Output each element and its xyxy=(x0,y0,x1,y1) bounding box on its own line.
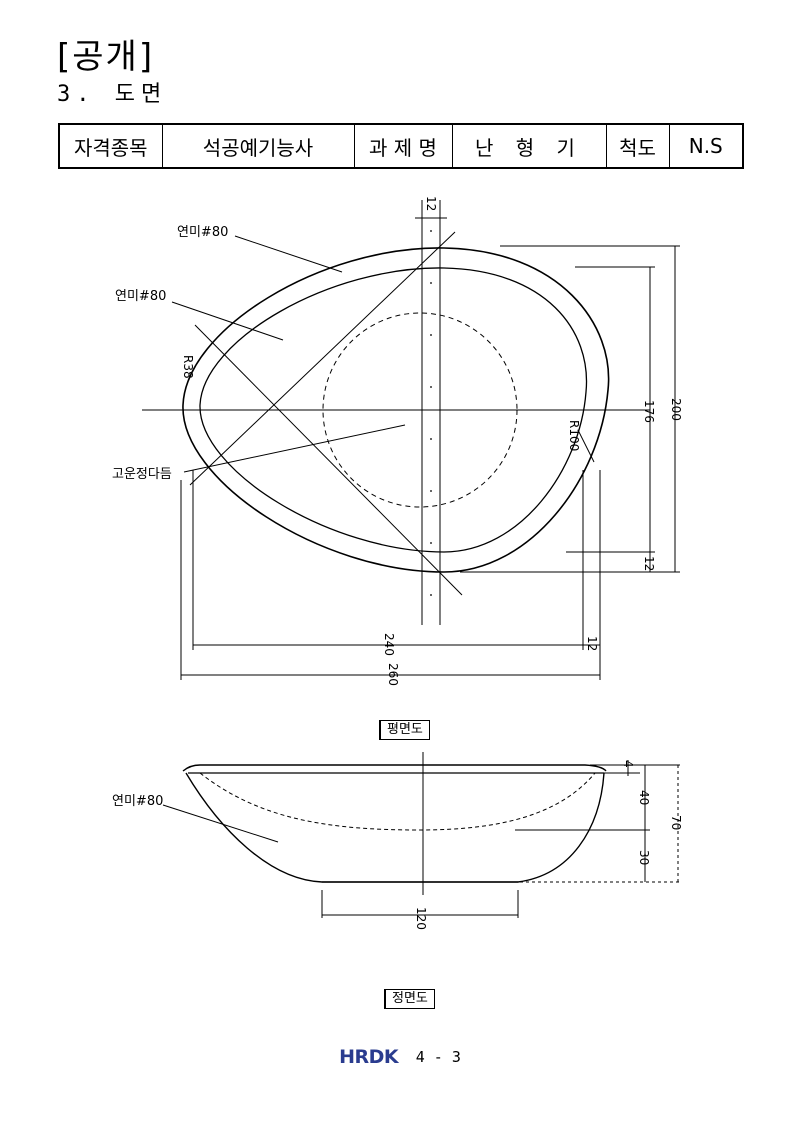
front-view xyxy=(162,752,680,918)
task-label: 과 제 명 xyxy=(353,123,453,169)
label-finish-inner: 연미#80 xyxy=(115,289,166,304)
dim-inner-width-text: 240 xyxy=(382,633,396,656)
leader-front-finish xyxy=(162,804,279,843)
front-outer-body xyxy=(185,772,605,883)
leader-finish-inner xyxy=(171,301,284,341)
label-finish-outer: 연미#80 xyxy=(177,225,228,240)
dim-rim-bottom-text: 12 xyxy=(642,556,656,571)
dim-front-total-text: 70 xyxy=(669,815,683,830)
info-table: 자격종목 석공예기능사 과 제 명 난 형 기 척도 N.S xyxy=(58,123,744,169)
plan-inner-outline xyxy=(199,267,588,553)
plan-construction-line-b xyxy=(189,231,456,486)
plan-outer-outline xyxy=(182,247,610,573)
scale-label: 척도 xyxy=(605,123,670,169)
label-radius-small: R38 xyxy=(181,355,195,379)
plan-view xyxy=(142,200,680,680)
qualification-label: 자격종목 xyxy=(58,123,163,169)
front-hidden-inner xyxy=(199,772,596,831)
dim-front-base-text: 30 xyxy=(637,850,651,865)
dim-rim-top-text: 12 xyxy=(424,196,438,211)
leader-finish-surface xyxy=(183,424,406,473)
dim-rim-right-text: 12 xyxy=(585,636,599,651)
plan-construction-line-a xyxy=(194,324,463,596)
dim-base-width-text: 120 xyxy=(414,907,428,930)
front-rim-top xyxy=(182,764,607,772)
document-heading: [공개] xyxy=(57,37,155,77)
label-front-finish: 연미#80 xyxy=(112,794,163,809)
dim-outer-width-text: 260 xyxy=(386,663,400,686)
dim-front-depth-text: 40 xyxy=(637,790,651,805)
front-view-caption: 정면도 xyxy=(384,989,435,1009)
leader-finish-outer xyxy=(234,235,343,273)
leader-r100 xyxy=(577,429,595,463)
plan-view-caption: 평면도 xyxy=(379,720,430,740)
scale-value: N.S xyxy=(668,123,744,169)
page-number: 4 - 3 xyxy=(415,1048,461,1066)
dim-front-lip-text: 4 xyxy=(621,760,635,768)
label-radius-large: R100 xyxy=(567,420,581,451)
section-title: 3. 도면 xyxy=(57,82,168,107)
page-footer: HRDK 4 - 3 xyxy=(0,1046,800,1068)
task-value: 난 형 기 xyxy=(451,123,607,169)
hrdk-logo: HRDK xyxy=(339,1046,399,1068)
dim-inner-height-text: 176 xyxy=(642,400,656,423)
label-finish-surface: 고운정다듬 xyxy=(112,467,172,482)
dim-outer-height-text: 200 xyxy=(669,398,683,421)
